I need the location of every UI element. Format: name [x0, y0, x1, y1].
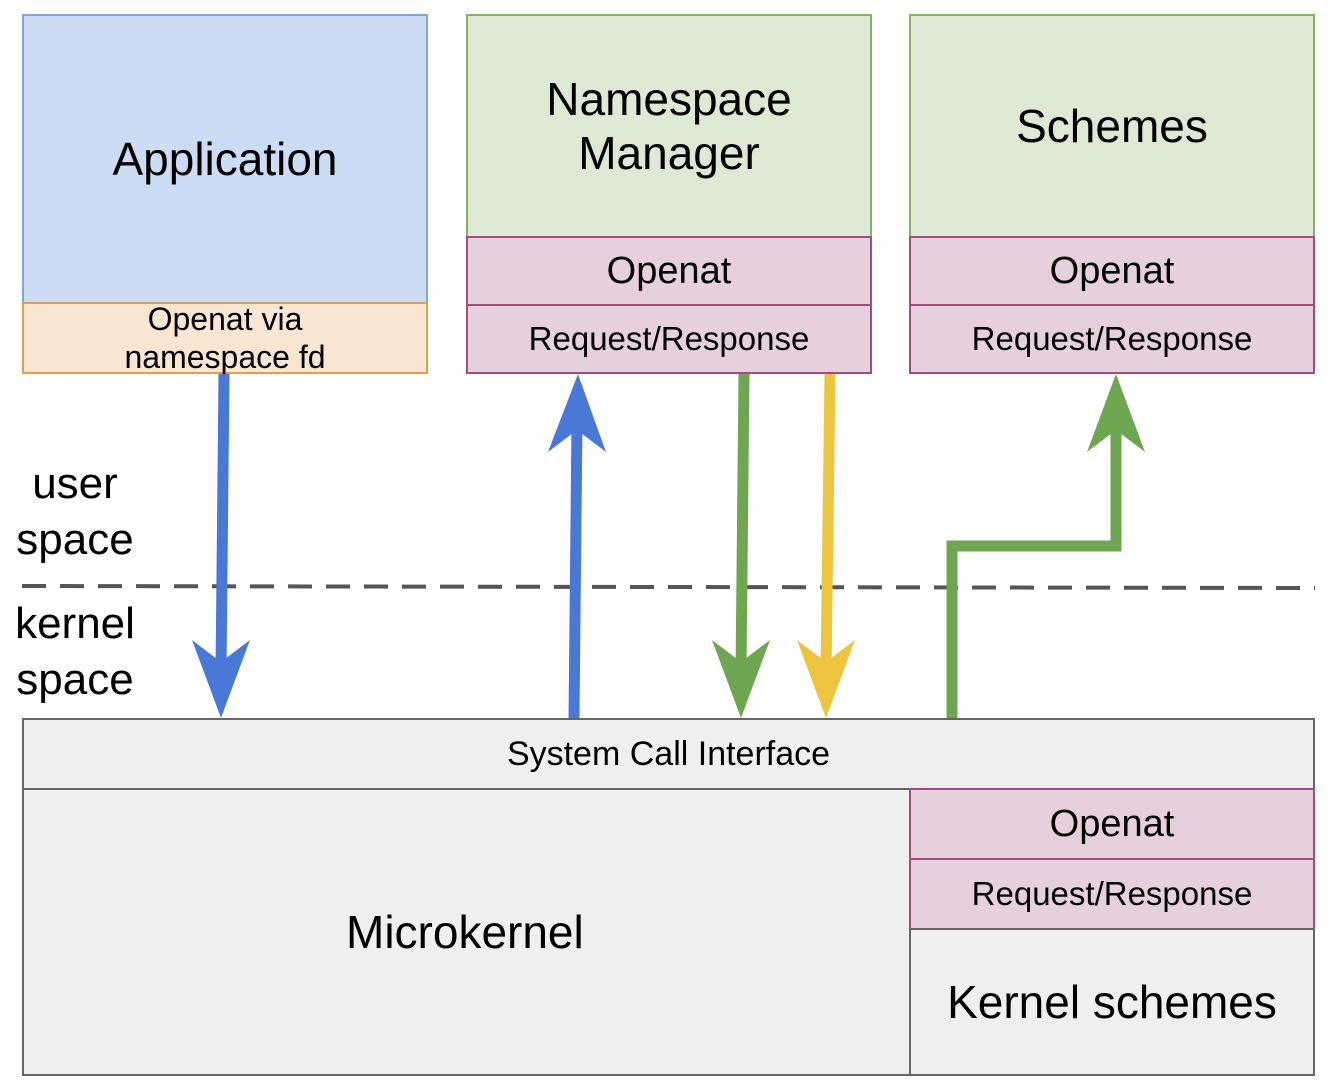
user-space-line1: user [32, 459, 118, 508]
microkernel-label: Microkernel [346, 906, 584, 958]
kernel-openat-box: Openat [909, 788, 1315, 860]
kernel-request-response-label: Request/Response [971, 875, 1253, 912]
kernel-space-line1: kernel [15, 599, 135, 648]
namespace-manager-to-syscall-green-arrow [712, 373, 770, 718]
namespace-manager-request-response-box: Request/Response [466, 304, 872, 374]
namespace-manager-to-syscall-yellow-arrow [797, 373, 855, 718]
kernel-request-response-box: Request/Response [909, 858, 1315, 930]
application-openat-line2: namespace fd [124, 339, 326, 375]
application-to-syscall-arrow [192, 373, 250, 718]
system-call-interface-box: System Call Interface [22, 718, 1315, 790]
application-openat-box: Openat via namespace fd [22, 301, 428, 375]
namespace-manager-title-line1: Namespace [546, 73, 792, 125]
application-openat-line1: Openat via [147, 301, 303, 337]
schemes-request-response-box: Request/Response [909, 304, 1315, 374]
kernel-openat-label: Openat [1049, 803, 1175, 845]
kernel-space-label: kernel space [10, 596, 140, 708]
kernel-schemes-label: Kernel schemes [947, 976, 1277, 1028]
kernel-space-line2: space [16, 655, 134, 704]
system-call-interface-label: System Call Interface [506, 734, 831, 773]
application-title: Application [112, 133, 338, 185]
namespace-manager-box: Namespace Manager [466, 14, 872, 238]
user-kernel-divider [21, 584, 1316, 590]
kernel-schemes-box: Kernel schemes [909, 928, 1315, 1076]
syscall-to-namespace-manager-arrow [548, 374, 606, 719]
schemes-title: Schemes [1016, 100, 1208, 152]
namespace-manager-openat-box: Openat [466, 236, 872, 306]
user-space-label: user space [12, 456, 138, 568]
schemes-box: Schemes [909, 14, 1315, 238]
application-box: Application [22, 14, 428, 304]
user-space-line2: space [16, 515, 134, 564]
namespace-manager-title-line2: Manager [578, 127, 760, 179]
namespace-manager-openat-label: Openat [606, 250, 732, 292]
schemes-request-response-label: Request/Response [971, 320, 1253, 357]
namespace-manager-request-response-label: Request/Response [528, 320, 810, 357]
syscall-to-schemes-arrow [946, 374, 1145, 718]
schemes-openat-label: Openat [1049, 250, 1175, 292]
schemes-openat-box: Openat [909, 236, 1315, 306]
